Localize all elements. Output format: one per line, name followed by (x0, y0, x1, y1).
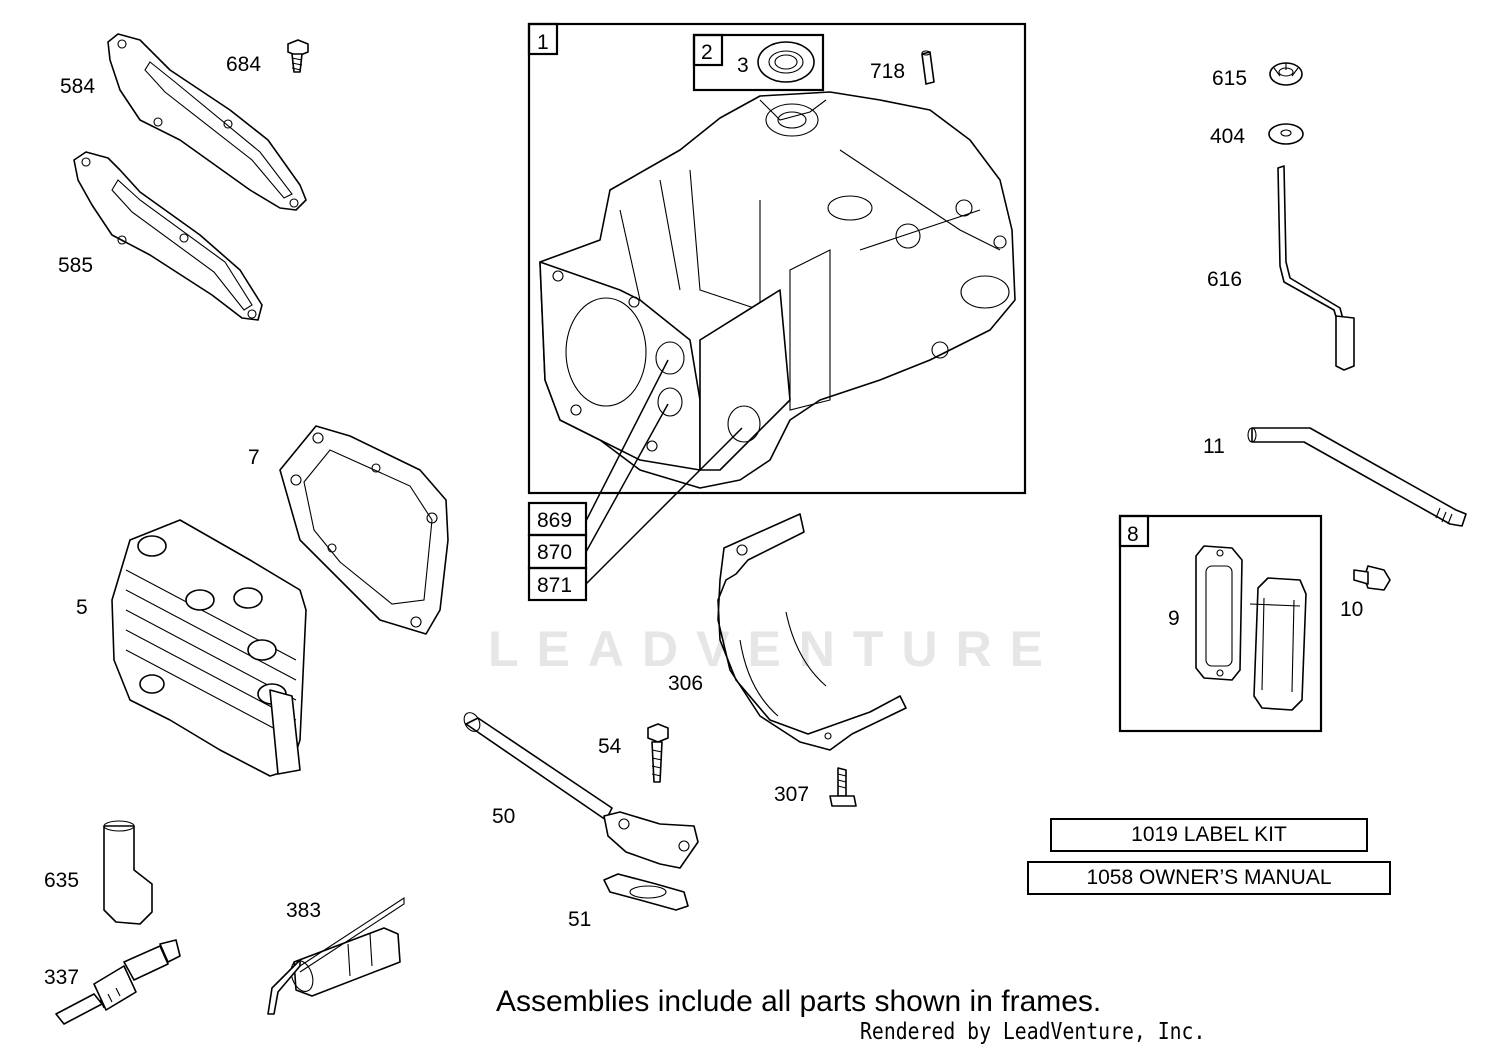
owners-manual-box[interactable]: 1058 OWNER’S MANUAL (1027, 861, 1391, 895)
callout-307: 307 (774, 783, 809, 806)
frame-8-label: 8 (1127, 523, 1139, 546)
callout-51: 51 (568, 908, 591, 931)
dowel-pin-718[interactable] (921, 50, 935, 85)
spark-plug-wrench-383[interactable] (267, 896, 405, 1015)
oil-seal-3[interactable] (757, 41, 815, 83)
frame-1-label: 1 (537, 31, 549, 54)
breather-cover[interactable] (1249, 577, 1307, 711)
gasket-585[interactable] (73, 151, 263, 321)
callout-615: 615 (1212, 67, 1247, 90)
screw-10[interactable] (1353, 565, 1391, 591)
callout-337: 337 (44, 966, 79, 989)
screw-307[interactable] (829, 767, 857, 807)
callout-635: 635 (44, 869, 79, 892)
plug-callouts (527, 359, 743, 602)
callout-616: 616 (1207, 268, 1242, 291)
callout-585: 585 (58, 254, 93, 277)
retainer-615[interactable] (1269, 62, 1303, 86)
frame-1 (527, 22, 1027, 495)
rendered-by-text: Rendered by LeadVenture, Inc. (860, 1019, 1206, 1045)
screw-54[interactable] (647, 723, 669, 783)
cylinder-head-5[interactable] (111, 519, 307, 777)
head-gasket-7[interactable] (279, 425, 449, 635)
spark-plug-337[interactable] (55, 939, 181, 1025)
assemblies-note: Assemblies include all parts shown in fr… (496, 985, 1102, 1018)
washer-404[interactable] (1268, 123, 1304, 145)
callout-870: 870 (537, 541, 572, 564)
callout-5: 5 (76, 596, 88, 619)
intake-tube-50[interactable] (461, 710, 699, 869)
callout-718: 718 (870, 60, 905, 83)
frame-2-label: 2 (701, 41, 713, 64)
callout-404: 404 (1210, 125, 1245, 148)
callout-11: 11 (1203, 435, 1225, 458)
callout-869: 869 (537, 509, 572, 532)
dipstick-616[interactable] (1277, 165, 1355, 371)
callout-54: 54 (598, 735, 622, 758)
callout-584: 584 (60, 75, 95, 98)
breather-gasket-9[interactable] (1195, 545, 1243, 681)
callout-9: 9 (1168, 607, 1180, 630)
callout-306: 306 (668, 672, 703, 695)
callout-50: 50 (492, 805, 515, 828)
callout-871: 871 (537, 574, 572, 597)
callout-684: 684 (226, 53, 261, 76)
cylinder-block[interactable] (539, 91, 1016, 489)
spark-plug-boot-635[interactable] (103, 820, 153, 925)
dipstick-tube-11[interactable] (1247, 427, 1467, 527)
shield-306[interactable] (717, 513, 907, 751)
gasket-584[interactable] (107, 33, 307, 211)
callout-383: 383 (286, 899, 321, 922)
bolt-684[interactable] (287, 39, 309, 73)
intake-gasket-51[interactable] (603, 873, 689, 911)
frame-8 (1118, 514, 1323, 733)
label-kit-box[interactable]: 1019 LABEL KIT (1050, 818, 1368, 852)
callout-3: 3 (737, 54, 749, 77)
callout-7: 7 (248, 446, 260, 469)
callout-10: 10 (1340, 598, 1363, 621)
